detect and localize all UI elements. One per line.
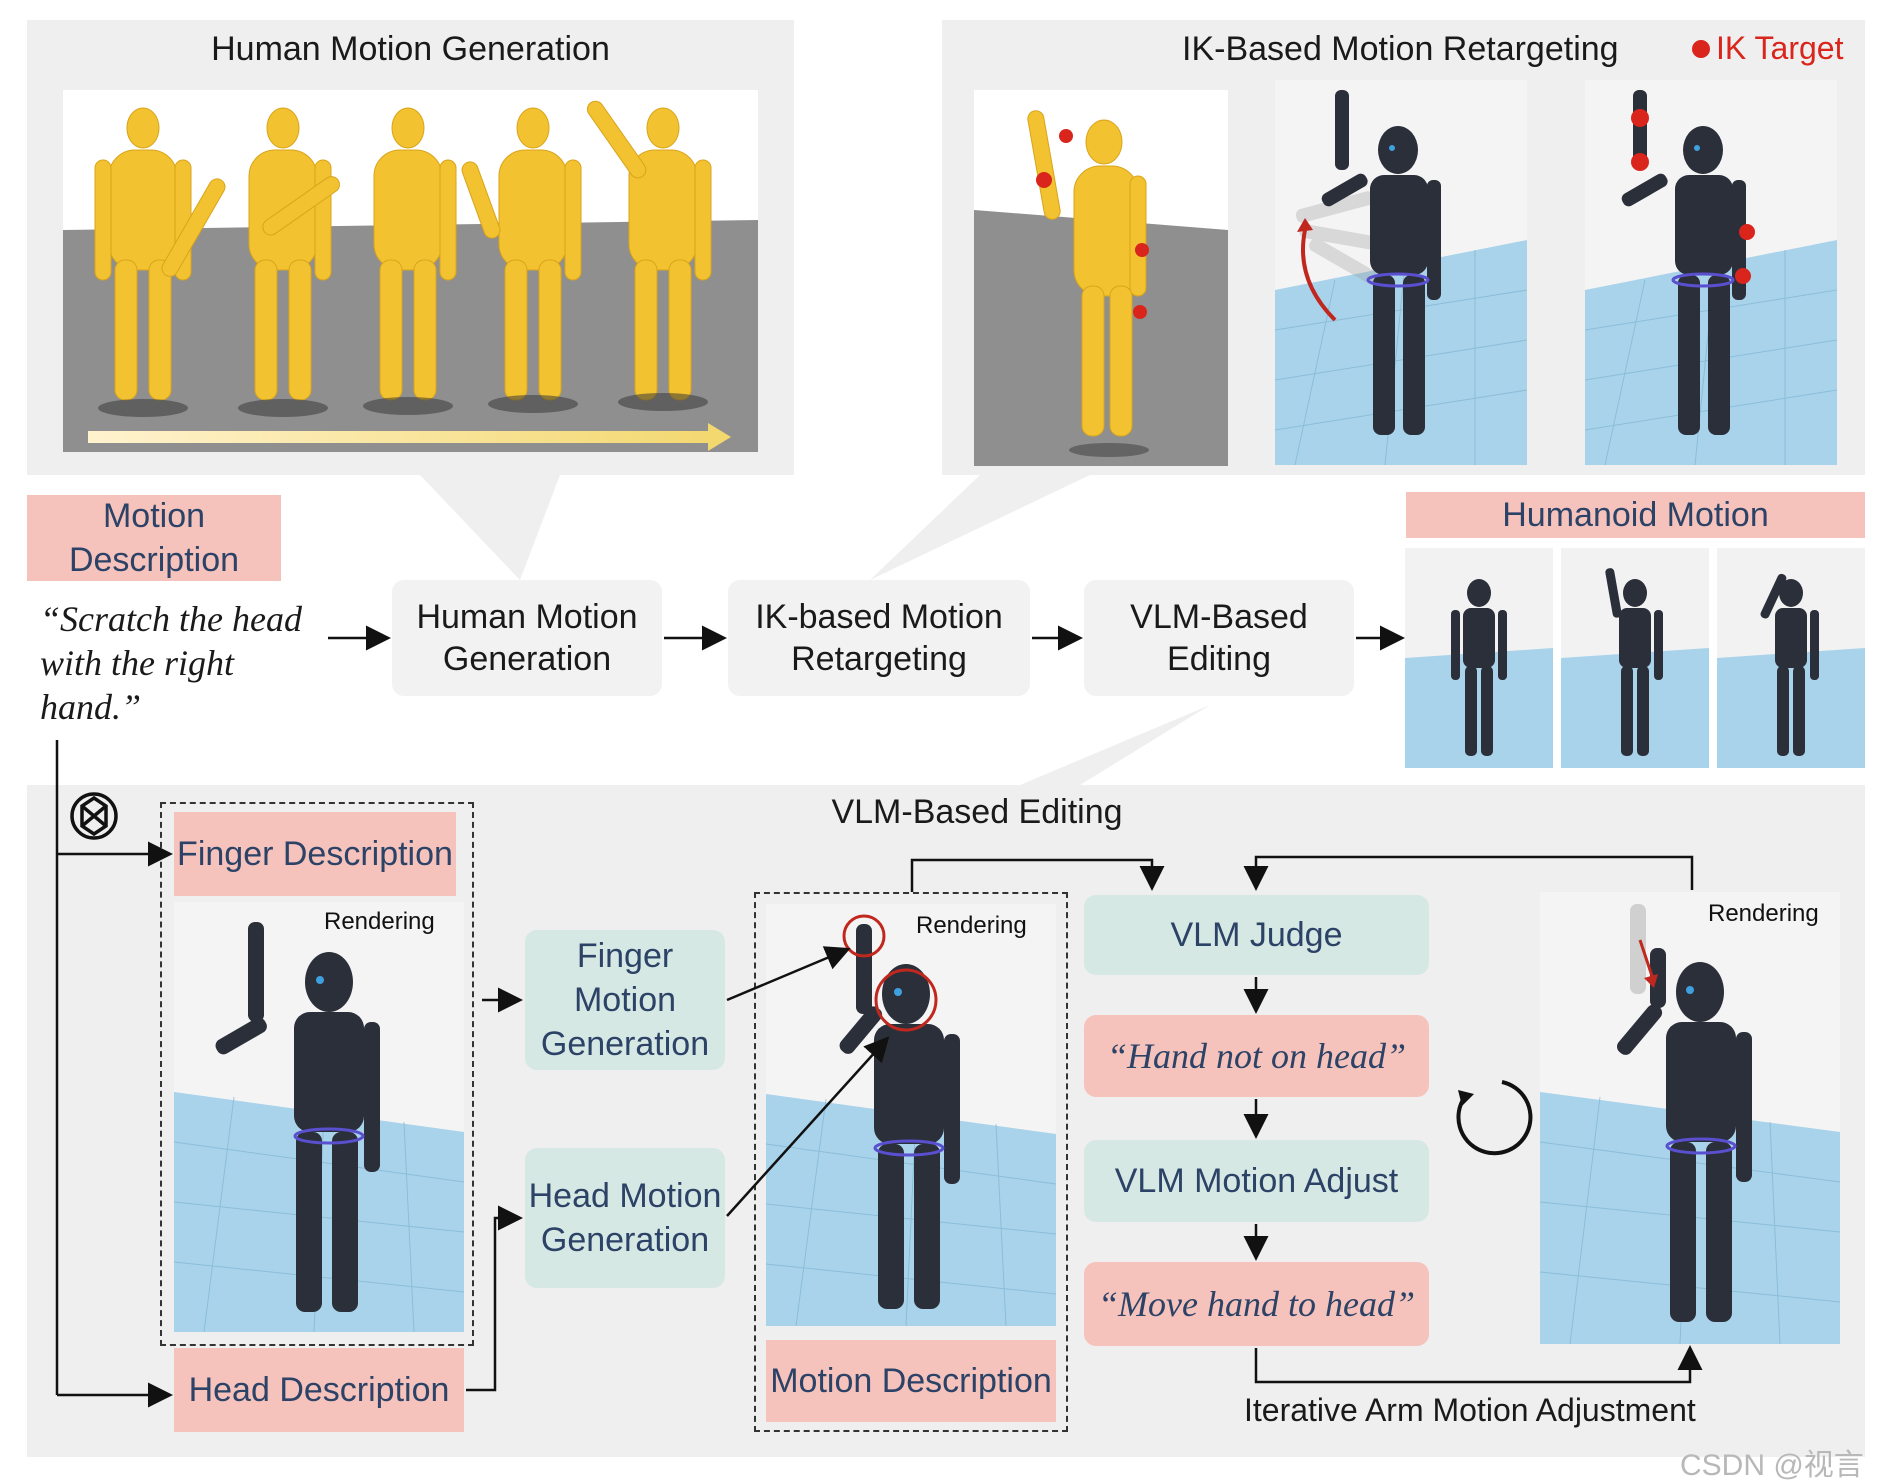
vlm-panel-title: VLM-Based Editing bbox=[831, 793, 1123, 831]
final-rendering-tag: Rendering bbox=[1708, 900, 1819, 927]
humanoid-frame bbox=[1717, 548, 1865, 768]
ik-target-dot-icon bbox=[1692, 39, 1710, 58]
motion-render-group bbox=[754, 892, 1068, 1432]
vlm-judge-box: VLM Judge bbox=[1084, 895, 1429, 975]
ik-human-render bbox=[974, 90, 1228, 466]
humanoid-motion-label: Humanoid Motion bbox=[1406, 492, 1865, 538]
ik-robot-render-2 bbox=[1585, 80, 1837, 465]
ik-panel-title: IK-Based Motion Retargeting bbox=[1182, 30, 1619, 68]
humanoid-frame bbox=[1405, 548, 1553, 768]
motion-rendering-image bbox=[766, 904, 1056, 1326]
human-motion-panel-title: Human Motion Generation bbox=[211, 30, 610, 68]
human-motion-render bbox=[63, 90, 758, 452]
motion-description-label-bottom: Motion Description bbox=[766, 1340, 1056, 1422]
finger-rendering-tag: Rendering bbox=[324, 908, 435, 935]
judge-feedback-box: “Hand not on head” bbox=[1084, 1015, 1429, 1097]
watermark: CSDN @视言 bbox=[1680, 1449, 1864, 1482]
iterative-adjustment-label: Iterative Arm Motion Adjustment bbox=[1244, 1392, 1696, 1428]
head-motion-generation-box: Head Motion Generation bbox=[525, 1148, 725, 1288]
finger-motion-generation-box: Finger Motion Generation bbox=[525, 930, 725, 1070]
humanoid-motion-frames bbox=[1405, 548, 1865, 768]
motion-rendering-tag: Rendering bbox=[916, 912, 1027, 939]
ik-retarget-panel: IK-Based Motion Retargeting IK Target bbox=[942, 20, 1865, 475]
refresh-loop-icon bbox=[1444, 1068, 1540, 1164]
prompt-text: “Scratch the head with the right hand.” bbox=[40, 599, 302, 727]
head-description-label: Head Description bbox=[174, 1348, 464, 1432]
finger-render-group bbox=[160, 802, 474, 1346]
callout-wedges bbox=[420, 475, 1210, 785]
ik-robot-render-1 bbox=[1275, 80, 1527, 465]
step-ik-motion-retargeting: IK-based Motion Retargeting bbox=[728, 580, 1030, 696]
step-human-motion-generation: Human Motion Generation bbox=[392, 580, 662, 696]
human-motion-panel: Human Motion Generation bbox=[27, 20, 794, 475]
final-rendering-image bbox=[1540, 892, 1840, 1344]
pipeline-arrows bbox=[328, 625, 1405, 651]
finger-rendering-image bbox=[174, 902, 464, 1332]
finger-description-label: Finger Description bbox=[174, 812, 456, 896]
step-vlm-based-editing: VLM-Based Editing bbox=[1084, 580, 1354, 696]
motion-description-label: Motion Description bbox=[27, 495, 281, 581]
adjust-feedback-box: “Move hand to head” bbox=[1084, 1262, 1429, 1346]
humanoid-frame bbox=[1561, 548, 1709, 768]
vlm-motion-adjust-box: VLM Motion Adjust bbox=[1084, 1140, 1429, 1222]
ik-legend: IK Target bbox=[1692, 30, 1843, 67]
openai-logo-icon bbox=[66, 788, 122, 844]
ik-legend-label: IK Target bbox=[1716, 30, 1844, 66]
